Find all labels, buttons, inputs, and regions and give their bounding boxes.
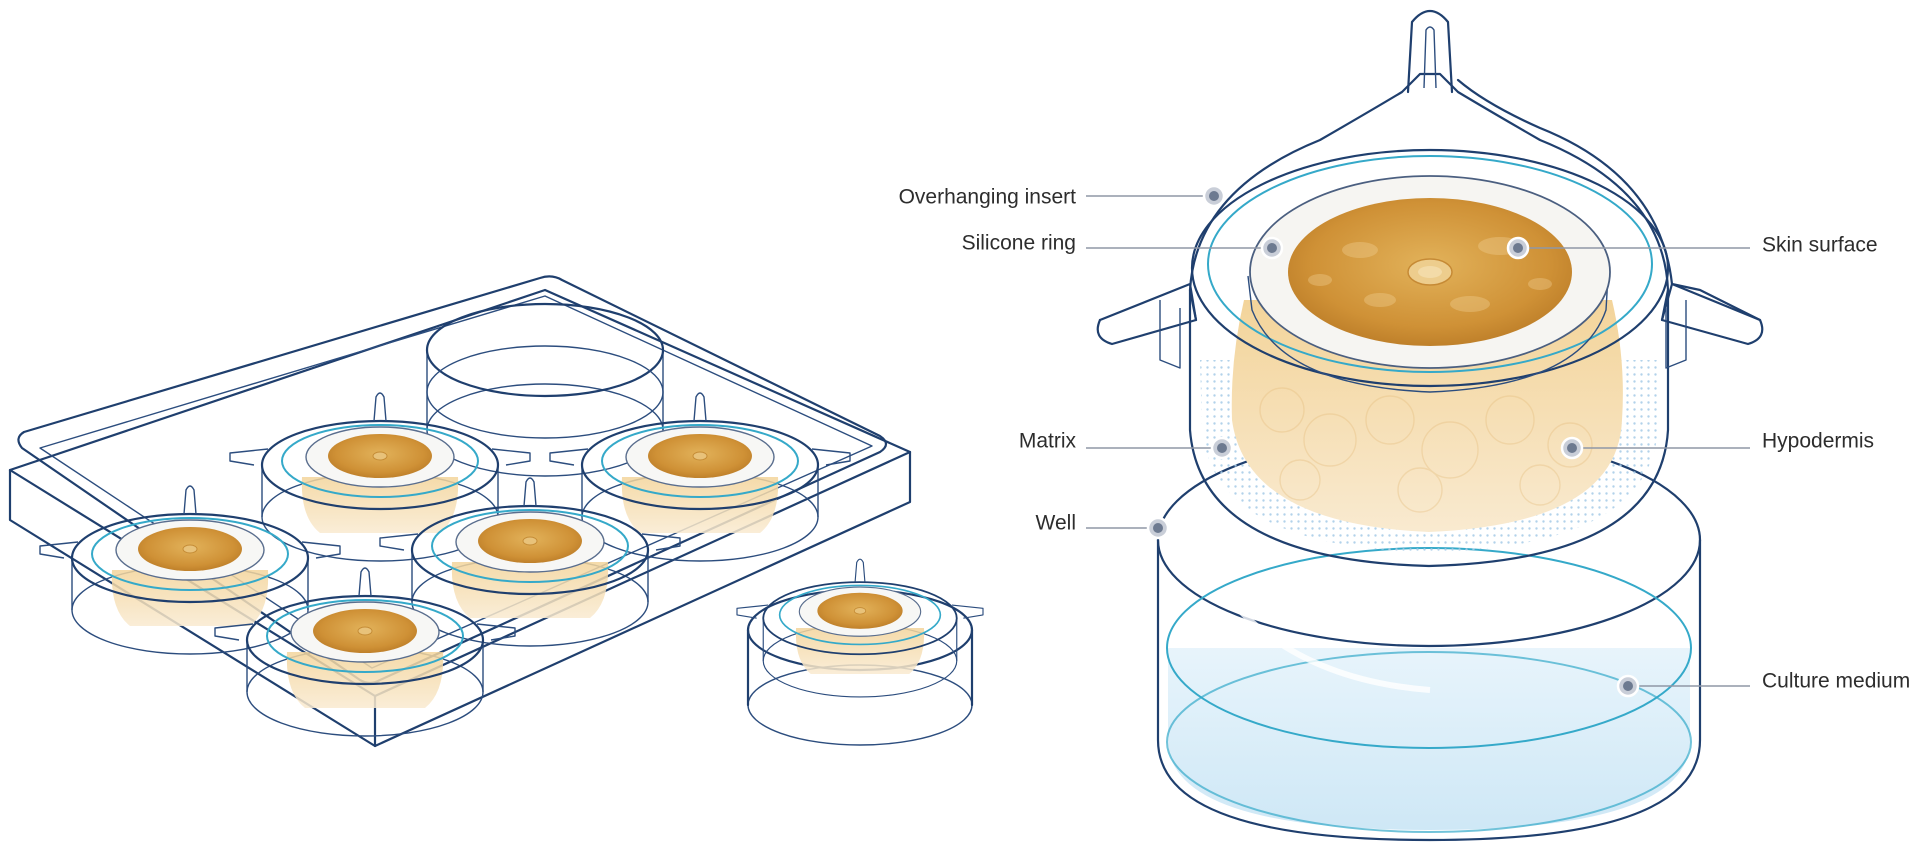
callout-skin-surface: Skin surface bbox=[1506, 234, 1878, 260]
callout-hypodermis: Hypodermis bbox=[1560, 430, 1874, 460]
hypodermis-tissue bbox=[1231, 300, 1623, 532]
culture-medium-fill bbox=[1168, 648, 1690, 830]
well-plate-illustration bbox=[8, 275, 984, 748]
callout-silicone-ring: Silicone ring bbox=[962, 232, 1284, 260]
insert-flange bbox=[1096, 72, 1764, 346]
callout-matrix: Matrix bbox=[1019, 430, 1234, 460]
callouts: Overhanging insert Silicone ring Skin su… bbox=[899, 184, 1910, 698]
label-skin-surface: Skin surface bbox=[1762, 234, 1878, 257]
callout-culture-medium: Culture medium bbox=[1616, 670, 1910, 698]
well-body bbox=[1156, 538, 1702, 842]
callout-well: Well bbox=[1036, 512, 1170, 540]
standalone-insert bbox=[736, 558, 984, 698]
label-silicone-ring: Silicone ring bbox=[962, 232, 1076, 255]
label-hypodermis: Hypodermis bbox=[1762, 430, 1874, 453]
insert-spout bbox=[1406, 9, 1454, 94]
label-culture-medium: Culture medium bbox=[1762, 670, 1910, 693]
silicone-ring-side bbox=[1247, 275, 1609, 393]
label-well: Well bbox=[1036, 512, 1076, 535]
callout-overhanging-insert: Overhanging insert bbox=[899, 184, 1226, 209]
label-matrix: Matrix bbox=[1019, 430, 1077, 453]
detailed-insert-illustration bbox=[1096, 9, 1764, 842]
label-overhanging-insert: Overhanging insert bbox=[899, 186, 1077, 209]
insert-basket bbox=[1188, 288, 1670, 568]
